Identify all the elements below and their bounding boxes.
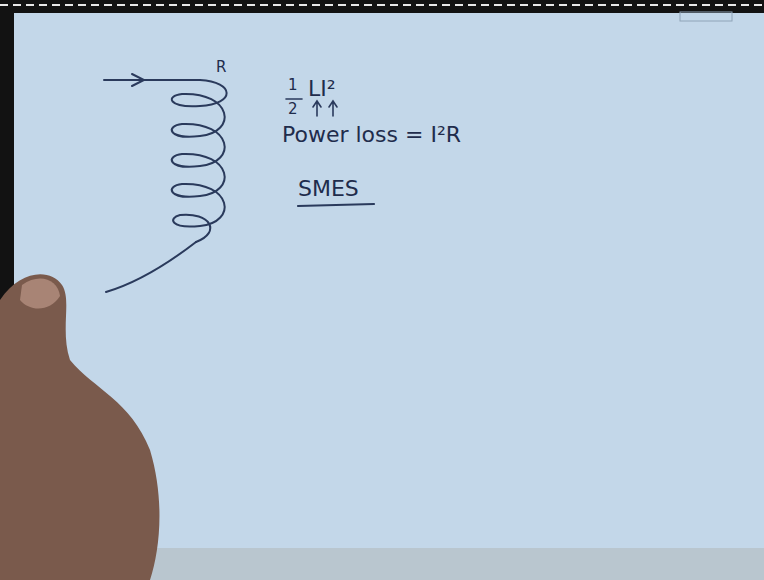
corner-box [680,12,732,21]
coil-lead [106,242,196,292]
energy-formula: LI² [308,78,336,100]
hand [0,274,159,580]
coil-lead [104,79,200,81]
up-arrow [329,101,337,116]
fingertip [20,279,60,309]
acronym: SMES [298,178,359,200]
marks [286,99,374,206]
up-arrow [313,101,321,116]
power-loss-formula: Power loss = I²R [282,124,461,146]
coil-label: R [216,60,226,75]
fraction-numerator: 1 [288,78,298,93]
fraction-denominator: 2 [288,102,298,117]
coil-symbol [104,74,227,292]
underline [298,204,374,206]
coil-turns [172,80,227,242]
fraction-bar [286,98,302,100]
current-arrow [132,74,144,86]
dashed-edge [0,4,764,6]
